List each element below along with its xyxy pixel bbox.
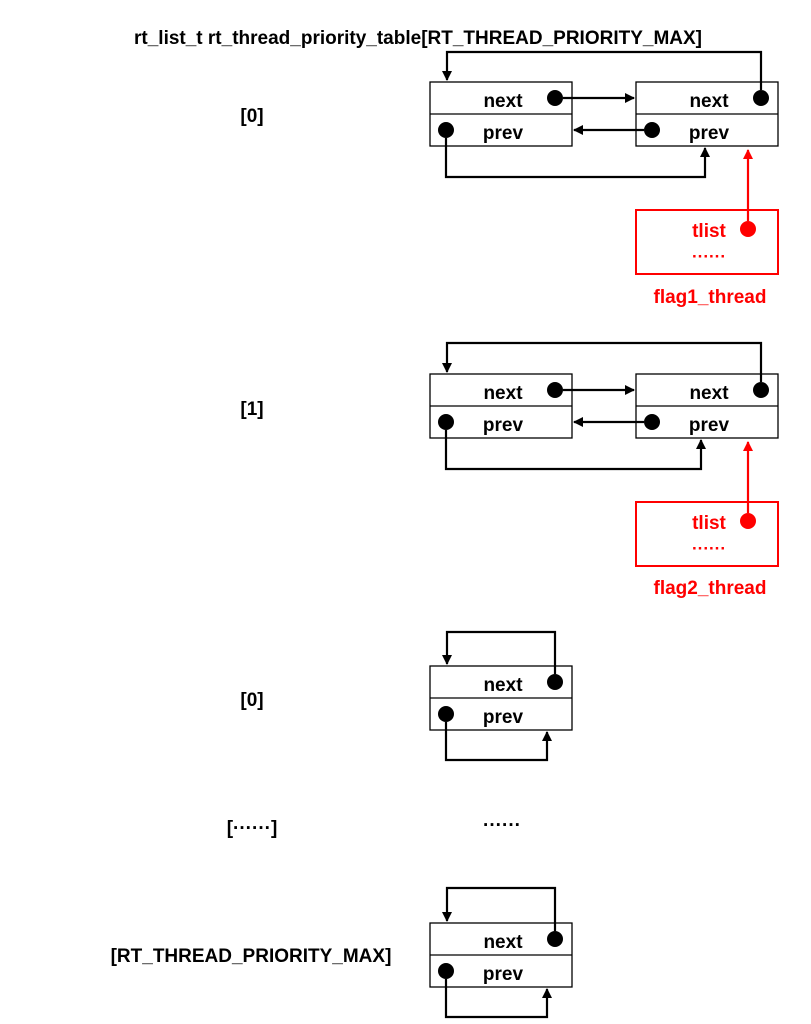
index-label: [······]	[227, 818, 278, 839]
list-node: next prev	[429, 81, 573, 147]
thread-block: tlist ······ flag2_thread	[635, 441, 779, 599]
prev-pointer-dot	[438, 122, 454, 138]
next-field: next	[483, 383, 523, 404]
wrap-next-arrow	[442, 341, 763, 382]
table-title: rt_list_t rt_thread_priority_table[RT_TH…	[134, 28, 702, 49]
prev-pointer-dot	[644, 122, 660, 138]
row-ellipsis: [······] ······	[227, 815, 521, 839]
wrap-next-arrow	[442, 50, 763, 90]
row-1: [1] next prev next prev tlist ······	[240, 341, 779, 599]
row-2: [0] next prev	[240, 630, 573, 762]
tlist-pointer-dot	[740, 221, 756, 237]
index-label: [1]	[240, 399, 263, 420]
next-pointer-dot	[753, 90, 769, 106]
row-max: [RT_THREAD_PRIORITY_MAX] next prev	[111, 886, 573, 1019]
thread-name: flag1_thread	[654, 287, 767, 308]
list-node: next prev	[635, 81, 779, 147]
index-label: [RT_THREAD_PRIORITY_MAX]	[111, 946, 392, 967]
next-pointer-dot	[547, 382, 563, 398]
prev-field: prev	[483, 964, 524, 985]
wrap-prev-arrow	[444, 430, 706, 471]
prev-pointer-dot	[644, 414, 660, 430]
prev-pointer-dot	[438, 706, 454, 722]
next-field: next	[483, 675, 523, 696]
thread-ellipsis: ······	[692, 539, 726, 558]
prev-field: prev	[483, 415, 524, 436]
list-node: next prev	[429, 373, 573, 439]
tlist-pointer-dot	[740, 513, 756, 529]
list-node: next prev	[635, 373, 779, 439]
prev-field: prev	[689, 415, 730, 436]
index-label: [0]	[240, 106, 263, 127]
thread-name: flag2_thread	[654, 578, 767, 599]
next-field: next	[483, 932, 523, 953]
ellipsis: ······	[483, 815, 521, 836]
prev-field: prev	[483, 707, 524, 728]
thread-box	[635, 209, 779, 275]
self-prev-arrow	[444, 979, 552, 1019]
self-next-arrow	[442, 886, 557, 931]
prev-pointer-dot	[438, 414, 454, 430]
self-prev-arrow	[444, 722, 552, 762]
list-node: next prev	[429, 922, 573, 988]
wrap-prev-arrow	[444, 138, 710, 179]
list-node: next prev	[429, 665, 573, 731]
tlist-field: tlist	[692, 513, 726, 534]
row-0: [0] next prev next prev tlist ····	[240, 50, 779, 308]
next-pointer-dot	[547, 931, 563, 947]
next-pointer-dot	[547, 90, 563, 106]
prev-field: prev	[483, 123, 524, 144]
tlist-field: tlist	[692, 221, 726, 242]
thread-box	[635, 501, 779, 567]
thread-block: tlist ······ flag1_thread	[635, 149, 779, 308]
next-field: next	[483, 91, 523, 112]
next-pointer-dot	[753, 382, 769, 398]
next-pointer-dot	[547, 674, 563, 690]
thread-ellipsis: ······	[692, 247, 726, 266]
next-field: next	[689, 383, 729, 404]
self-next-arrow	[442, 630, 557, 674]
prev-field: prev	[689, 123, 730, 144]
index-label: [0]	[240, 690, 263, 711]
next-field: next	[689, 91, 729, 112]
prev-pointer-dot	[438, 963, 454, 979]
